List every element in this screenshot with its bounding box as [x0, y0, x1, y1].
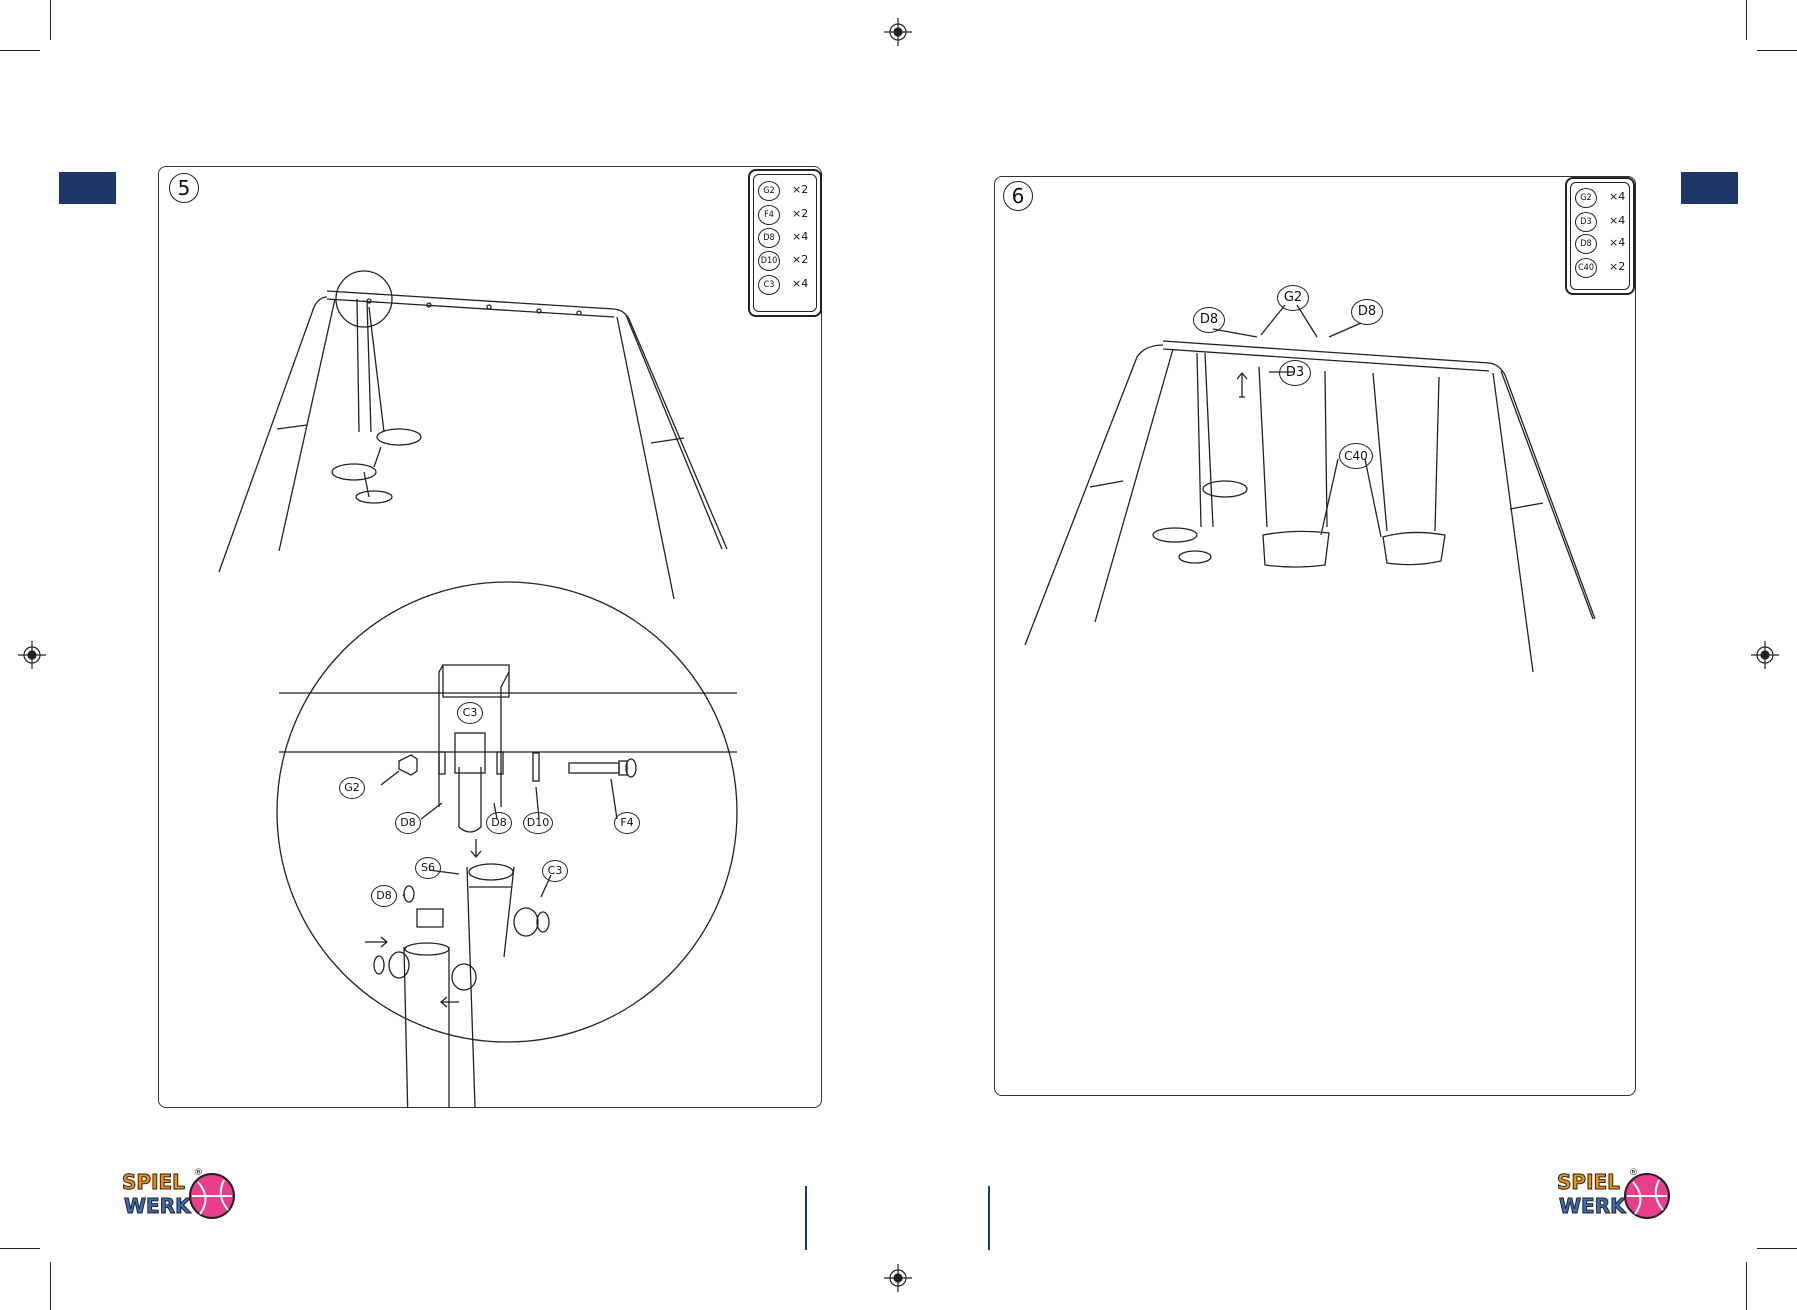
callout-d10: D10	[523, 812, 553, 834]
callout-d3: D3	[1279, 360, 1311, 386]
callout-f4: F4	[614, 812, 640, 834]
callout-d8-low: D8	[371, 885, 397, 907]
callout-g2: G2	[339, 777, 365, 799]
callout-d8-left: D8	[1193, 307, 1225, 333]
brand-logo-right: SPIEL WERK ®	[1555, 1168, 1673, 1224]
callout-c3-low: C3	[542, 860, 568, 882]
callout-g2: G2	[1277, 285, 1309, 311]
brand-logo-left: SPIEL WERK ®	[120, 1168, 238, 1224]
registered-mark: ®	[194, 1168, 203, 1178]
brand-line-1: SPIEL	[122, 1170, 185, 1194]
registered-mark: ®	[1629, 1168, 1638, 1178]
step-6-panel: 6 G2×4 D3×4 D8×4 C40×2	[994, 176, 1636, 1096]
callout-d8-right: D8	[486, 812, 512, 834]
step-5-illustration	[159, 167, 821, 1107]
right-page-tab	[1681, 172, 1738, 204]
registration-mark-top	[884, 18, 912, 46]
callout-s6: S6	[415, 857, 441, 879]
callout-d8-left: D8	[395, 812, 421, 834]
callout-c3-top: C3	[457, 702, 483, 724]
step-5-panel: 5 G2×2 F4×2 D8×4 D10×2 C3×4	[158, 166, 822, 1108]
registration-mark-bottom	[884, 1264, 912, 1292]
brand-line-1: SPIEL	[1557, 1170, 1620, 1194]
registration-mark-right	[1751, 641, 1779, 669]
brand-line-2: WERK	[1559, 1194, 1626, 1218]
brand-line-2: WERK	[124, 1194, 191, 1218]
left-page-tab	[59, 172, 116, 204]
page-divider-left	[805, 1186, 807, 1250]
callout-d8-right: D8	[1351, 299, 1383, 325]
detail-zoom-drawing	[277, 582, 737, 1107]
registration-mark-left	[18, 641, 46, 669]
swing-frame-drawing	[219, 271, 727, 599]
callout-c40: C40	[1339, 443, 1373, 469]
step-6-illustration	[995, 177, 1635, 1095]
page-divider-right	[988, 1186, 990, 1250]
